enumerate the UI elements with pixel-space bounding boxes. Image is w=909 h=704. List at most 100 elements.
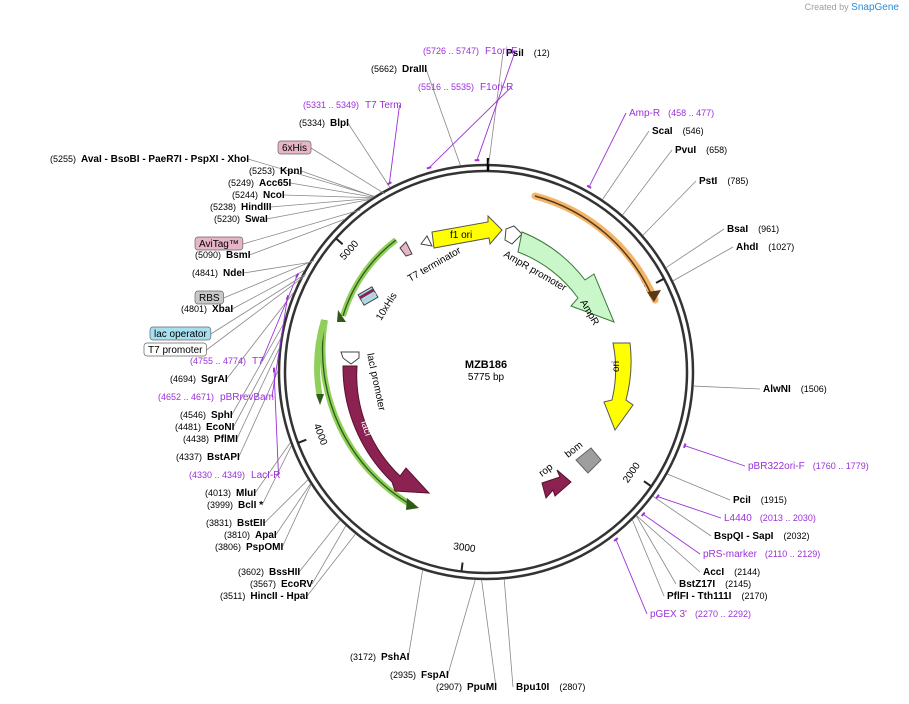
svg-text:(5255)AvaI - BsoBI - PaeR7I -: (5255)AvaI - BsoBI - PaeR7I - PspXI - Xh…	[50, 154, 249, 165]
svg-text:(4481)EcoNI: (4481)EcoNI	[175, 422, 235, 433]
primer-label: (5516 .. 5535)F1ori-R	[418, 82, 513, 93]
feature-rop	[541, 469, 572, 500]
enzyme-label: (5662)DraIII	[371, 64, 427, 75]
feature-tag: T7 promoter	[143, 342, 207, 357]
enzyme-label: (2907)PpuMI	[436, 682, 497, 693]
svg-text:ScaI(546): ScaI(546)	[652, 126, 704, 137]
feature-tag: lac operator	[149, 326, 212, 341]
svg-text:Bpu10I(2807): Bpu10I(2807)	[516, 682, 585, 693]
upper-left-halo-line	[342, 239, 397, 317]
enzyme-leader	[635, 515, 677, 585]
enzyme-leader	[261, 445, 292, 506]
primer-label: (5331 .. 5349)T7 Term	[303, 100, 402, 111]
enzyme-label: PciI(1915)	[733, 495, 787, 506]
svg-text:BstZ17I(2145): BstZ17I(2145)	[679, 579, 751, 590]
primer-label: (4652 .. 4671)pBRrevBam	[158, 392, 274, 403]
svg-text:(5662)DraIII: (5662)DraIII	[371, 64, 427, 75]
enzyme-leader	[254, 442, 291, 494]
svg-text:AviTag™: AviTag™	[199, 239, 239, 250]
svg-text:(4013)MluI: (4013)MluI	[205, 488, 256, 499]
svg-text:PsiI(12): PsiI(12)	[506, 48, 550, 59]
enzyme-leader	[298, 520, 341, 573]
feature-ampr	[517, 231, 615, 323]
enzyme-leader	[231, 323, 284, 416]
snapgene-logo: SnapGene	[851, 2, 899, 13]
laci-halo-line	[321, 319, 414, 507]
svg-text:AhdI(1027): AhdI(1027)	[736, 242, 794, 253]
svg-text:(4438)PflMI: (4438)PflMI	[183, 434, 238, 445]
enzyme-label: BspQI - SapI(2032)	[714, 531, 809, 542]
primer-leader	[261, 275, 298, 362]
primer-site	[295, 273, 300, 279]
tick-label: 5000	[338, 238, 361, 262]
svg-text:(3172)PshAI: (3172)PshAI	[350, 652, 410, 663]
enzyme-label: (5230)SwaI	[214, 214, 268, 225]
primer-site	[285, 295, 290, 301]
svg-text:AccI(2144): AccI(2144)	[703, 567, 760, 578]
svg-text:(5726 .. 5747)F1ori-F: (5726 .. 5747)F1ori-F	[423, 46, 517, 57]
svg-text:(5516 .. 5535)F1ori-R: (5516 .. 5535)F1ori-R	[418, 82, 513, 93]
primer-leader	[273, 369, 279, 476]
primer-label: (5726 .. 5747)F1ori-F	[423, 46, 517, 57]
enzyme-label: (3172)PshAI	[350, 652, 410, 663]
primer-site	[640, 511, 646, 517]
plasmid-length: 5775 bp	[468, 372, 505, 383]
enzyme-leader	[283, 194, 373, 199]
enzyme-leader	[249, 218, 346, 256]
svg-text:(3831)BstEII: (3831)BstEII	[206, 518, 266, 529]
svg-text:(3567)EcoRV: (3567)EcoRV	[250, 579, 313, 590]
svg-text:PstI(785): PstI(785)	[699, 176, 748, 187]
enzyme-leader	[693, 385, 761, 390]
site-labels: PsiI(12)ScaI(546)PvuI(658)PstI(785)BsaI(…	[50, 46, 869, 693]
svg-text:pBR322ori-F(1760 .. 1779): pBR322ori-F(1760 .. 1779)	[748, 461, 869, 472]
enzyme-label: PsiI(12)	[506, 48, 550, 59]
primer-leader	[615, 539, 648, 615]
enzyme-leader	[311, 525, 347, 585]
enzyme-label: (4481)EcoNI	[175, 422, 235, 433]
enzyme-leader	[665, 228, 725, 269]
enzyme-label: AccI(2144)	[703, 567, 760, 578]
ampr-halo-head	[647, 290, 661, 302]
enzyme-leader	[642, 180, 697, 236]
svg-text:(5334)BlpI: (5334)BlpI	[299, 118, 349, 129]
feature-ampr-promoter	[504, 225, 523, 245]
enzyme-leader	[672, 246, 734, 282]
primer-leader	[657, 496, 722, 519]
enzyme-label: (3567)EcoRV	[250, 579, 313, 590]
primer-label: (4755 .. 4774)T7	[190, 356, 264, 367]
enzyme-leader	[622, 149, 673, 216]
feature-tag-leader	[310, 147, 385, 195]
tick-mark	[643, 480, 652, 488]
svg-text:(3806)PspOMI: (3806)PspOMI	[215, 542, 283, 553]
enzyme-leader	[306, 533, 356, 597]
svg-text:BsaI(961): BsaI(961)	[727, 224, 779, 235]
feature-arcs	[314, 192, 661, 510]
svg-text:(4841)NdeI: (4841)NdeI	[192, 268, 245, 279]
svg-text:AlwNI(1506): AlwNI(1506)	[763, 384, 827, 395]
enzyme-leader	[281, 484, 312, 548]
svg-text:(2935)FspAI: (2935)FspAI	[390, 670, 449, 681]
snapgene-credit: Created by SnapGene	[805, 2, 899, 13]
enzyme-leader	[247, 158, 375, 197]
feature-tag-leader	[206, 275, 306, 351]
primer-label: pRS-marker(2110 .. 2129)	[703, 549, 820, 560]
svg-text:6xHis: 6xHis	[282, 143, 307, 154]
enzyme-leader	[652, 495, 712, 537]
left-halo	[314, 319, 327, 399]
label-laci-promoter: lacI promoter	[364, 352, 387, 412]
feature-laci	[342, 365, 431, 494]
enzyme-leader	[231, 269, 305, 310]
svg-text:Amp-R(458 .. 477): Amp-R(458 .. 477)	[629, 108, 714, 119]
enzyme-label: (3602)BssHII	[238, 567, 300, 578]
svg-text:(4694)SgrAI: (4694)SgrAI	[170, 374, 228, 385]
enzyme-leader	[275, 483, 311, 536]
svg-text:RBS: RBS	[199, 293, 220, 304]
svg-text:L4440(2013 .. 2030): L4440(2013 .. 2030)	[724, 513, 816, 524]
primer-site	[683, 443, 687, 449]
primer-leader	[588, 112, 627, 187]
enzyme-leader	[667, 473, 731, 501]
enzyme-label: (4337)BstAPI	[176, 452, 240, 463]
feature-bom	[575, 447, 602, 474]
label-f1-ori: f1 ori	[450, 230, 472, 241]
